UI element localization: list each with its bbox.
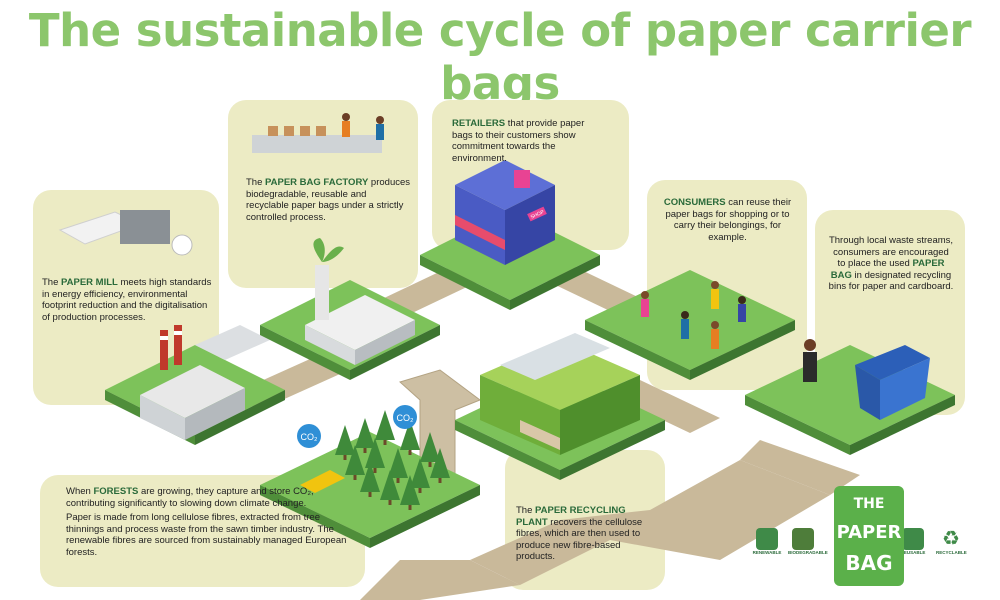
forests-text: When FORESTS are growing, they capture a… (66, 486, 358, 561)
paper-mill-tile (105, 325, 285, 445)
co2-badge-label: CO₂ (397, 413, 415, 423)
tree-trunk (438, 478, 442, 483)
tree-trunk (363, 448, 367, 453)
tree-icon (335, 425, 355, 455)
tree-trunk (408, 450, 412, 455)
recyclable-icon: ♻ (940, 528, 962, 550)
retailers-label: RETAILERS (452, 118, 506, 129)
tree-trunk (418, 488, 422, 493)
consumers-label: CONSUMERS (663, 197, 726, 208)
tree-icon (388, 448, 408, 478)
co2-badge: CO₂ (297, 424, 321, 448)
logo-text-3: BAG (845, 551, 892, 575)
paper-mill-text: The PAPER MILL meets high standards in e… (42, 277, 212, 323)
forests-label: FORESTS (93, 486, 139, 497)
consumers-tile (585, 270, 795, 380)
legend-reusable: REUSABLE (898, 528, 928, 556)
tree-trunk (408, 505, 412, 510)
paper-bag-label: PAPER BAG (830, 258, 945, 281)
paper-bag-factory-tile (260, 238, 440, 380)
recycling-bin-tile (745, 339, 955, 455)
consumers-text: CONSUMERS can reuse their paper bags for… (663, 197, 792, 243)
retailers-text: RETAILERS that provide paper bags to the… (452, 118, 585, 164)
tree-trunk (383, 440, 387, 445)
tree-trunk (428, 462, 432, 467)
tree-trunk (343, 455, 347, 460)
co2-badge: CO₂ (393, 405, 417, 429)
tree-icon (400, 475, 420, 505)
bag-production-line-icon (252, 113, 384, 153)
forest-trees (335, 410, 450, 510)
tree-icon (365, 438, 385, 468)
reusable-icon (902, 528, 924, 550)
paper-recycling-plant-label: PAPER RECYCLING PLANT (516, 505, 626, 528)
paper-bag-factory-text: The PAPER BAG FACTORY produces biodegrad… (246, 177, 411, 223)
tree-trunk (353, 475, 357, 480)
paper-bag-factory-label: PAPER BAG FACTORY (265, 177, 369, 188)
biodegradable-icon (792, 528, 814, 550)
legend-biodegradable: BIODEGRADABLE (788, 528, 828, 556)
tree-trunk (396, 478, 400, 483)
tree-icon (420, 432, 440, 462)
tree-icon (380, 470, 400, 500)
shop-sign: SHOP (530, 209, 546, 221)
tree-icon (400, 420, 420, 450)
the-paper-bag-logo: THE PAPER BAG (834, 486, 904, 586)
page-title: The sustainable cycle of paper carrier b… (28, 4, 972, 110)
tree-trunk (368, 492, 372, 497)
logo-text-2: PAPER (837, 522, 902, 543)
tree-icon (355, 418, 375, 448)
tree-trunk (388, 500, 392, 505)
tree-icon (360, 462, 380, 492)
tree-icon (375, 410, 395, 440)
paper-mill-label: PAPER MILL (61, 277, 118, 288)
tree-icon (410, 458, 430, 488)
renewable-icon (756, 528, 778, 550)
legend-renewable: RENEWABLE (752, 528, 782, 556)
logo-text-1: THE (854, 496, 885, 512)
tree-trunk (373, 468, 377, 473)
forests-paragraph-2: Paper is made from long cellulose fibres… (66, 512, 347, 558)
co2-badge-label: CO₂ (301, 432, 319, 442)
retailers-tile: SHOP (420, 160, 600, 310)
tree-icon (345, 445, 365, 475)
recycling-plant-tile (455, 333, 665, 480)
paper-roll-machine-icon (58, 210, 193, 256)
recycling-plant-text: The PAPER RECYCLING PLANT recovers the c… (516, 505, 643, 562)
recycling-bin-text: Through local waste streams, consumers a… (828, 235, 954, 292)
tree-icon (430, 448, 450, 478)
legend-recyclable: ♻ RECYCLABLE (936, 528, 967, 555)
